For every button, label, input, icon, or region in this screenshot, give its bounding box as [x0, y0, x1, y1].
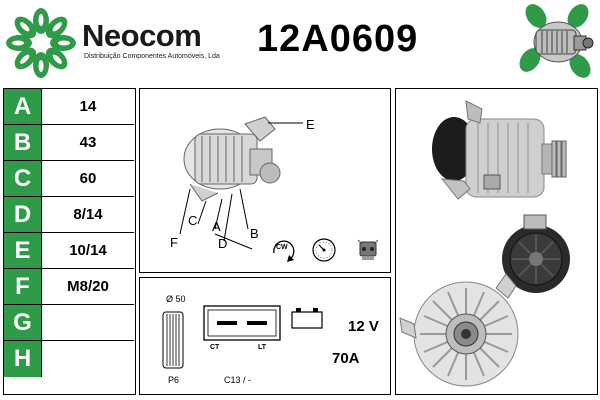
logo-flower-icon: [4, 6, 78, 80]
voltage: 12 V: [348, 318, 379, 335]
pulley-type: P6: [168, 375, 180, 385]
spec-letter: A: [4, 89, 42, 124]
spec-value: 8/14: [73, 206, 103, 223]
spec-letter: H: [4, 341, 42, 377]
spec-value: 43: [79, 134, 97, 151]
dim-label-e: E: [306, 117, 315, 132]
regulator-icon: [354, 236, 382, 264]
spec-table: A 14 B 43 C 60 D 8/14 E 10/14 F M8/20 G …: [3, 88, 136, 395]
spec-value: 14: [79, 98, 97, 115]
rotation-label: CW: [276, 244, 288, 251]
amperage: 70A: [332, 350, 360, 367]
alternator-thumbnail-icon: [516, 2, 598, 84]
spec-value: 10/14: [69, 242, 107, 259]
spec-letter: E: [4, 233, 42, 268]
brand-subtitle: Distribuição Componentes Automóveis, Lda: [84, 53, 220, 60]
spec-row-e: E 10/14: [4, 233, 134, 269]
spec-value: [42, 305, 134, 340]
part-number: 12A0609: [257, 18, 419, 60]
spec-row-d: D 8/14: [4, 197, 134, 233]
spec-value: 60: [79, 170, 97, 187]
spec-row-b: B 43: [4, 125, 134, 161]
terminal-lt: LT: [258, 344, 267, 351]
connector-code: C13 / -: [224, 375, 252, 385]
plug-icon: [202, 304, 282, 342]
spec-letter: F: [4, 269, 42, 304]
spec-row-g: G: [4, 305, 134, 341]
dim-label-b: B: [250, 226, 259, 241]
pulley-diameter: Ø 50: [166, 294, 186, 304]
terminal-ct: CT: [210, 344, 220, 351]
dim-label-f: F: [170, 235, 178, 250]
alternator-line-drawing: [179, 116, 303, 250]
clockwise-rotation-icon: [270, 235, 298, 265]
gauge-icon: [311, 237, 337, 263]
dim-label-a: A: [212, 219, 221, 234]
spec-letter: D: [4, 197, 42, 232]
pulley-icon: [160, 310, 186, 370]
spec-value: [42, 341, 134, 377]
spec-letter: C: [4, 161, 42, 196]
dim-label-c: C: [188, 213, 198, 228]
spec-row-a: A 14: [4, 89, 134, 125]
spec-row-f: F M8/20: [4, 269, 134, 305]
battery-icon: [290, 306, 324, 330]
alternator-photo: [399, 100, 570, 387]
spec-row-c: C 60: [4, 161, 134, 197]
spec-letter: B: [4, 125, 42, 160]
spec-row-h: H: [4, 341, 134, 377]
product-photo-panel: [395, 88, 598, 395]
dim-label-d: D: [218, 236, 228, 251]
spec-value: M8/20: [67, 278, 109, 295]
dimension-diagram-panel: E C A B F D CW: [139, 88, 391, 273]
brand-name: Neocom: [82, 18, 202, 53]
spec-letter: G: [4, 305, 42, 340]
connector-panel: Ø 50 P6 CT LT C13 / - 12 V 70A: [139, 277, 391, 395]
